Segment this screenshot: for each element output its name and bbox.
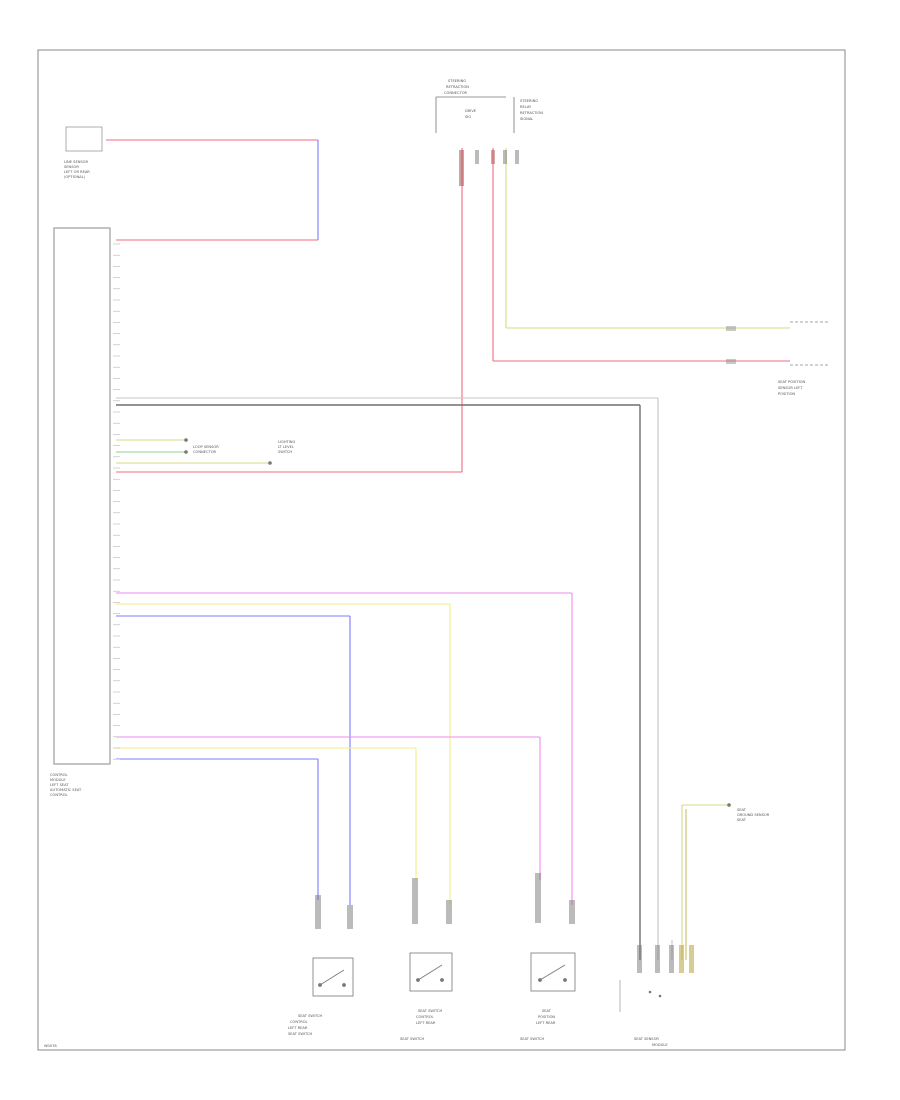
wire-red-top-to-module	[116, 148, 463, 473]
label-line: STEERING	[448, 79, 466, 83]
label-line: SEAT SWITCH	[520, 1037, 544, 1041]
right-sensor-connector	[726, 321, 830, 366]
label-line: SIG	[465, 115, 471, 119]
label-line: LOOP SENSOR	[193, 445, 219, 449]
label-line: SEAT POSITION	[778, 380, 805, 384]
label-line: SWITCH	[278, 450, 292, 454]
top-connector-label: STEERING RETRACTION CONNECTOR DRIVE SIG …	[444, 79, 543, 121]
label-line: LEFT REAR	[536, 1021, 556, 1025]
label-line: LEFT REAR	[416, 1021, 436, 1025]
label-line: RELAY	[520, 105, 532, 109]
label-line: SEAT	[737, 818, 747, 822]
diagram-frame	[37, 49, 846, 1051]
label-line: SEAT	[737, 808, 747, 812]
label-line: (OPTIONAL)	[64, 175, 86, 179]
top-connector	[435, 96, 515, 133]
wire-mid-short	[116, 439, 270, 464]
label-line: CONNECTOR	[444, 91, 468, 95]
switch-2	[409, 878, 453, 992]
bottom-right-module: SEAT SENSOR MODULE	[619, 945, 694, 1047]
wire-ground-right	[671, 804, 728, 960]
control-module-box	[53, 227, 111, 765]
wire-yellow-right-sensor	[505, 148, 790, 329]
wire-grey-bus	[116, 397, 659, 960]
switch-3-label: SEAT POSITION LEFT REAR SEAT SWITCH	[520, 1009, 556, 1041]
label-line: SENSOR LEFT	[778, 386, 803, 390]
module-label: CONTROL MODULE LEFT SEAT AUTOMATIC SEAT …	[50, 773, 82, 797]
label-line: CONTROL	[50, 773, 68, 777]
wire-group-upper	[116, 592, 573, 905]
switch-3	[530, 873, 576, 992]
label-line: POSITION	[538, 1015, 555, 1019]
label-line: LEFT REAR	[288, 1026, 308, 1030]
switch-1-label: SEAT SWITCH CONTROL LEFT REAR SEAT SWITC…	[288, 1014, 322, 1036]
label-line: SEAT SWITCH	[288, 1032, 312, 1036]
label-line: POSITION	[778, 392, 795, 396]
label-line: AUTOMATIC SEAT	[50, 788, 82, 792]
label-line: LINE SENSOR	[64, 160, 89, 164]
switch-1	[312, 895, 354, 997]
label-line: LT LEVEL	[278, 445, 294, 449]
ground-sensor: SEAT GROUND SENSOR SEAT	[727, 803, 770, 822]
sensor-box-top-left	[65, 126, 103, 152]
label-line: MODULE	[50, 778, 66, 782]
diagram-code: W0078	[44, 1044, 57, 1048]
label-line: CONNECTOR	[193, 450, 217, 454]
mid-connectors: LOOP SENSOR CONNECTOR LIGHTING LT LEVEL …	[184, 438, 295, 465]
label-line: STEERING	[520, 99, 538, 103]
label-line: DRIVE	[465, 109, 477, 113]
label-line: RETRACTION	[446, 85, 469, 89]
label-line: SEAT SWITCH	[418, 1009, 442, 1013]
label-line: LEFT OR REAR	[64, 170, 90, 174]
label-line: CONTROL	[416, 1015, 434, 1019]
label-line: SEAT SENSOR	[634, 1037, 659, 1041]
label-line: RETRACTION	[520, 111, 543, 115]
label-line: SEAT	[542, 1009, 552, 1013]
label-line: LEFT SEAT	[50, 783, 69, 787]
label-line: MODULE	[652, 1043, 668, 1047]
label-line: SEAT SWITCH	[298, 1014, 322, 1018]
label-line: LIGHTING	[278, 440, 295, 444]
right-sensor-label: SEAT POSITION SENSOR LEFT POSITION	[778, 380, 805, 396]
top-plugs	[459, 150, 519, 186]
wire-sensor-loop	[106, 139, 319, 241]
switch-2-label: SEAT SWITCH CONTROL LEFT REAR SEAT SWITC…	[400, 1009, 442, 1041]
label-line: SEAT SWITCH	[400, 1037, 424, 1041]
label-line: SENSOR	[64, 165, 79, 169]
wire-red-right-sensor	[492, 148, 790, 362]
sensor-top-left-label: LINE SENSOR SENSOR LEFT OR REAR (OPTIONA…	[64, 160, 90, 179]
label-line: SIGNAL	[520, 117, 533, 121]
label-line: CONTROL	[290, 1020, 308, 1024]
label-line: CONTROL	[50, 793, 68, 797]
wire-group-lower	[116, 736, 541, 900]
module-pin-labels	[113, 243, 120, 760]
label-line: GROUND SENSOR	[737, 813, 770, 817]
